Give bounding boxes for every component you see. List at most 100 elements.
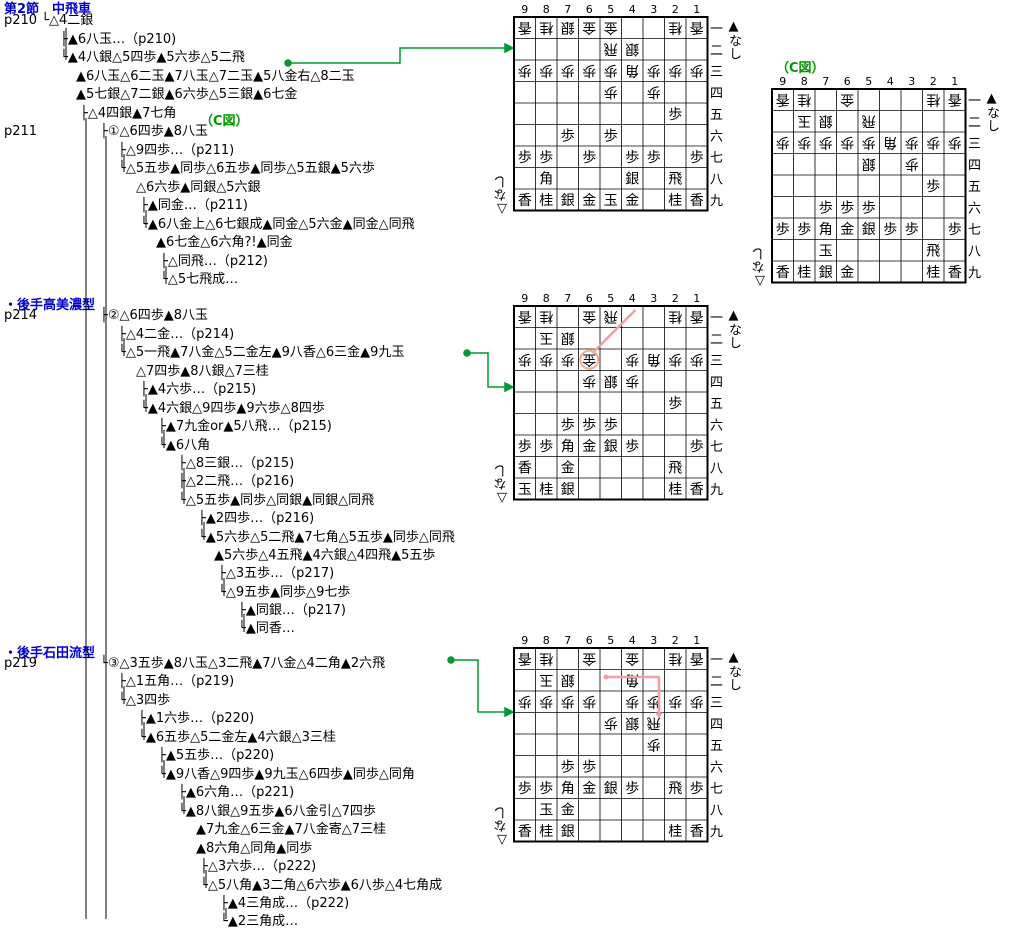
gote-piece: 歩 — [518, 693, 532, 709]
file-label: 5 — [607, 292, 614, 305]
gote-piece: 歩 — [582, 693, 596, 709]
file-label: 8 — [543, 292, 550, 305]
file-label: 6 — [586, 292, 593, 305]
rank-label: 四 — [710, 375, 723, 390]
board-frame — [513, 16, 709, 212]
highlight-circle — [579, 349, 600, 370]
variation-line: △6六歩▲同銀△5六銀 — [136, 180, 261, 195]
gote-piece: 歩 — [862, 134, 876, 150]
gote-piece: 歩 — [905, 134, 919, 150]
variation-line: └▲6八金上△6七銀成▲同金△5六金▲同金△同飛 — [140, 217, 415, 232]
sente-piece: 歩 — [561, 417, 575, 433]
gote-piece: 金 — [582, 650, 596, 666]
sente-piece: 桂 — [539, 482, 553, 498]
gote-piece: 歩 — [690, 62, 704, 78]
sente-piece: 歩 — [840, 200, 854, 216]
file-label: 6 — [586, 634, 593, 647]
gote-piece: 玉 — [797, 112, 811, 128]
sente-piece: 歩 — [690, 439, 704, 455]
gote-piece: 香 — [690, 308, 704, 324]
rank-label: 一 — [968, 94, 981, 109]
gote-piece: 香 — [518, 308, 532, 324]
sente-piece: 香 — [690, 193, 704, 209]
gote-hand: △なし — [495, 806, 510, 847]
sente-piece: 歩 — [582, 417, 596, 433]
file-label: 5 — [607, 3, 614, 16]
sente-piece: 歩 — [625, 781, 639, 797]
gote-piece: 飛 — [862, 112, 876, 128]
rank-label: 五 — [968, 180, 981, 195]
gote-piece: 桂 — [668, 308, 682, 324]
gote-piece: 金 — [582, 19, 596, 35]
gote-piece: 桂 — [539, 19, 553, 35]
rank-label: 二 — [710, 674, 723, 689]
sente-piece: 香 — [518, 824, 532, 840]
sente-piece: 桂 — [668, 482, 682, 498]
file-label: 1 — [951, 75, 958, 88]
sente-piece: 歩 — [926, 179, 940, 195]
sente-piece: 歩 — [647, 150, 661, 166]
gote-piece: 香 — [776, 91, 790, 107]
rank-label: 二 — [710, 43, 723, 58]
rank-label: 六 — [710, 418, 723, 433]
gote-piece: 歩 — [690, 693, 704, 709]
sente-piece: 歩 — [604, 417, 618, 433]
gote-piece: 歩 — [561, 62, 575, 78]
variation-line: └△5七飛成… — [160, 272, 239, 287]
gote-piece: 角 — [625, 62, 639, 78]
rank-label: 五 — [710, 397, 723, 412]
gote-piece: 歩 — [776, 134, 790, 150]
gote-hand: △なし — [495, 464, 510, 505]
file-label: 1 — [693, 634, 700, 647]
gote-piece: 歩 — [625, 372, 639, 388]
gote-piece: 飛 — [647, 714, 661, 730]
gote-hand: △なし — [753, 247, 768, 288]
board-frame — [771, 88, 967, 284]
rank-label: 一 — [710, 653, 723, 668]
gote-piece: 金 — [625, 650, 639, 666]
variation-line: p219 — [4, 656, 38, 671]
sente-piece: 玉 — [539, 802, 553, 818]
variation-line: ▲5七銀△7二銀▲6六歩△5三銀▲6七金 — [76, 87, 298, 102]
sente-piece: 歩 — [604, 128, 618, 144]
gote-piece: 桂 — [668, 650, 682, 666]
gote-piece: 玉 — [539, 329, 553, 345]
variation-line: └△5五歩▲同歩△同銀▲同銀△同飛 — [178, 493, 375, 508]
file-label: 4 — [887, 75, 894, 88]
file-label: 7 — [564, 634, 571, 647]
variation-line: ├△4二金…（p214) — [118, 327, 235, 342]
file-label: 5 — [865, 75, 872, 88]
sente-piece: 歩 — [518, 439, 532, 455]
gote-piece: 飛 — [604, 308, 618, 324]
sente-piece: 玉 — [518, 482, 532, 498]
rank-label: 六 — [710, 760, 723, 775]
sente-piece: 角 — [539, 171, 553, 187]
rank-label: 六 — [968, 201, 981, 216]
variation-line: └▲同香… — [238, 621, 295, 636]
sente-hand: ▲なし — [726, 19, 741, 60]
section-title: 第2節 中飛車 — [4, 2, 92, 17]
variation-line: p211 — [4, 124, 38, 139]
gote-piece: 歩 — [647, 736, 661, 752]
sente-piece: 歩 — [625, 439, 639, 455]
rank-label: 三 — [710, 65, 723, 80]
file-label: 2 — [672, 634, 679, 647]
variation-line: ├▲6八玉…（p210) — [60, 32, 177, 47]
gote-piece: 歩 — [840, 134, 854, 150]
variation-line: p214 — [4, 308, 38, 323]
gote-piece: 銀 — [604, 372, 618, 388]
gote-piece: 桂 — [797, 91, 811, 107]
sente-piece: 銀 — [819, 265, 833, 281]
move-arrow-head — [655, 712, 663, 719]
gote-piece: 桂 — [539, 650, 553, 666]
sente-piece: 金 — [625, 193, 639, 209]
variation-line: ├▲5五歩…（p220) — [158, 748, 275, 763]
move-arrow — [591, 309, 637, 354]
rank-label: 六 — [710, 129, 723, 144]
file-label: 4 — [629, 634, 636, 647]
variation-line: ├②△6四歩▲8八玉 — [100, 308, 209, 323]
rank-label: 八 — [710, 461, 723, 476]
sente-piece: 金 — [582, 781, 596, 797]
